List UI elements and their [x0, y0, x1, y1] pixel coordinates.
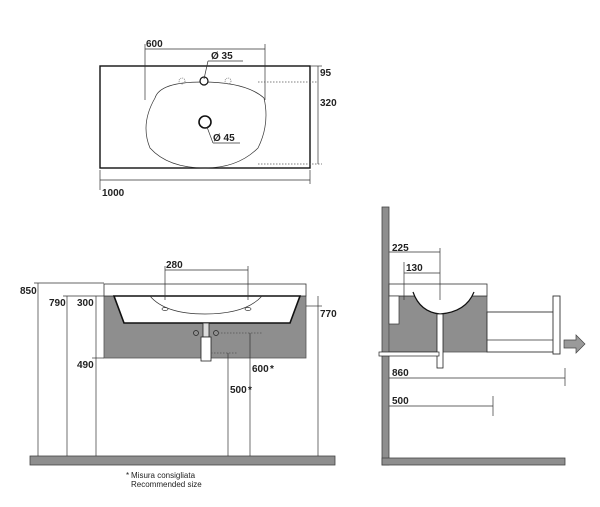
tap-hole-left — [178, 77, 186, 85]
front-siphon-top — [202, 322, 210, 338]
dim-top-600: 600 — [146, 39, 163, 50]
side-view: 225 130 860 500 — [378, 206, 586, 466]
dim-front-770: 770 — [320, 309, 337, 320]
front-siphon — [200, 336, 212, 362]
dim-front-500: 500 — [230, 385, 247, 396]
dim-front-280: 280 — [166, 260, 183, 271]
front-basin — [112, 295, 302, 324]
side-siphon — [436, 313, 444, 369]
dim-front-850: 850 — [20, 286, 37, 297]
tap-hole-center — [199, 76, 209, 86]
front-view: 280 850 790 300 490 770 600 * 500 * * Mi… — [20, 260, 337, 489]
dim-top-1000: 1000 — [102, 188, 125, 199]
side-pipe — [378, 351, 440, 357]
dim-side-860: 860 — [392, 368, 409, 379]
legend-note-it: Misura consigliata — [131, 471, 196, 480]
dim-top-320: 320 — [320, 98, 337, 109]
dim-top-95: 95 — [320, 68, 332, 79]
side-floor — [381, 457, 566, 466]
side-drawer — [486, 311, 560, 353]
dim-side-130: 130 — [406, 263, 423, 274]
side-wall — [381, 206, 390, 466]
dim-side-225: 225 — [392, 243, 409, 254]
dim-front-490: 490 — [77, 360, 94, 371]
tap-hole-right — [224, 77, 232, 85]
dim-front-500-mark: * — [248, 385, 252, 396]
dim-front-300: 300 — [77, 298, 94, 309]
front-valve-left — [193, 330, 199, 336]
dim-front-600-mark: * — [270, 364, 274, 375]
dim-front-600: 600 — [252, 364, 269, 375]
dim-front-790: 790 — [49, 298, 66, 309]
side-drawer-front — [552, 295, 561, 355]
front-top-slab — [103, 283, 307, 297]
front-floor — [29, 455, 336, 466]
dim-side-500: 500 — [392, 396, 409, 407]
legend-note-en: Recommended size — [131, 480, 202, 489]
side-drawer-arrow-icon — [563, 334, 586, 354]
dim-drain-45: Ø 45 — [213, 133, 235, 144]
drain-hole — [198, 115, 212, 129]
legend-mark: * — [126, 471, 129, 480]
dim-hole-35: Ø 35 — [211, 51, 233, 62]
top-view: 600 Ø 35 Ø 45 95 320 1000 — [99, 39, 337, 199]
